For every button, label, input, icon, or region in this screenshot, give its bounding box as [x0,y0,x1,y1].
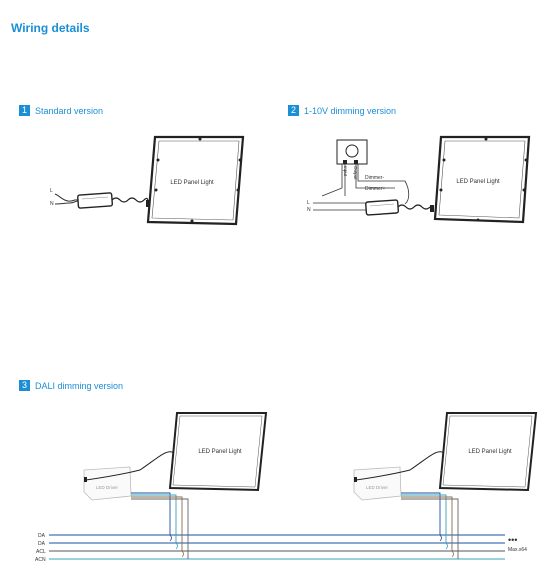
section-number: 1 [19,105,30,116]
input-label-l: L [307,200,310,206]
standard-diagram: LED Panel Light L N [50,135,245,226]
input-label-n: N [307,207,311,213]
dimmer-switch [336,139,368,165]
dimming-1-10v-diagram: Input Output Dimmer- Dimmer+ L N [307,135,531,224]
dimmer-output-label: Output [353,166,358,180]
input-label-l: L [50,188,53,194]
led-panel [433,135,531,224]
dali-unit-2: LED Driver LED Panel Light [353,412,538,559]
panel-label: LED Panel Light [456,179,500,185]
led-panel [146,135,245,226]
led-driver [365,199,400,216]
section-number: 2 [288,105,299,116]
continuation-dots: ••• [508,535,517,545]
section-label: DALI dimming version [35,380,124,391]
section-2-heading: 2 1-10V dimming version [288,105,396,116]
max-label: Max.x64 [508,547,527,553]
dali-diagram: DA DA ACL ACN ••• Max.x64 LED Driver LED… [35,412,538,563]
bus-label-da1: DA [38,533,46,539]
input-label-n: N [50,201,54,207]
bus-lines [49,534,505,560]
led-driver [77,192,114,209]
dimmer-plus-label: Dimmer+ [365,186,385,192]
bus-label-acl: ACL [36,549,46,555]
section-3-heading: 3 DALI dimming version [19,380,123,391]
driver-label: LED Driver [96,485,119,490]
section-1-heading: 1 Standard version [19,105,103,116]
section-number: 3 [19,380,30,391]
page-title: Wiring details [11,21,90,35]
dali-unit-1: LED Driver LED Panel Light [83,412,268,559]
dimmer-minus-label: Dimmer- [365,175,384,181]
section-label: 1-10V dimming version [304,105,397,116]
section-label: Standard version [35,105,104,116]
bus-label-acn: ACN [35,557,46,563]
dimmer-input-label: Input [343,166,348,177]
driver-label: LED Driver [366,485,389,490]
panel-label: LED Panel Light [170,180,214,186]
bus-label-da2: DA [38,541,46,547]
panel-label: LED Panel Light [468,449,512,455]
panel-label: LED Panel Light [198,449,242,455]
